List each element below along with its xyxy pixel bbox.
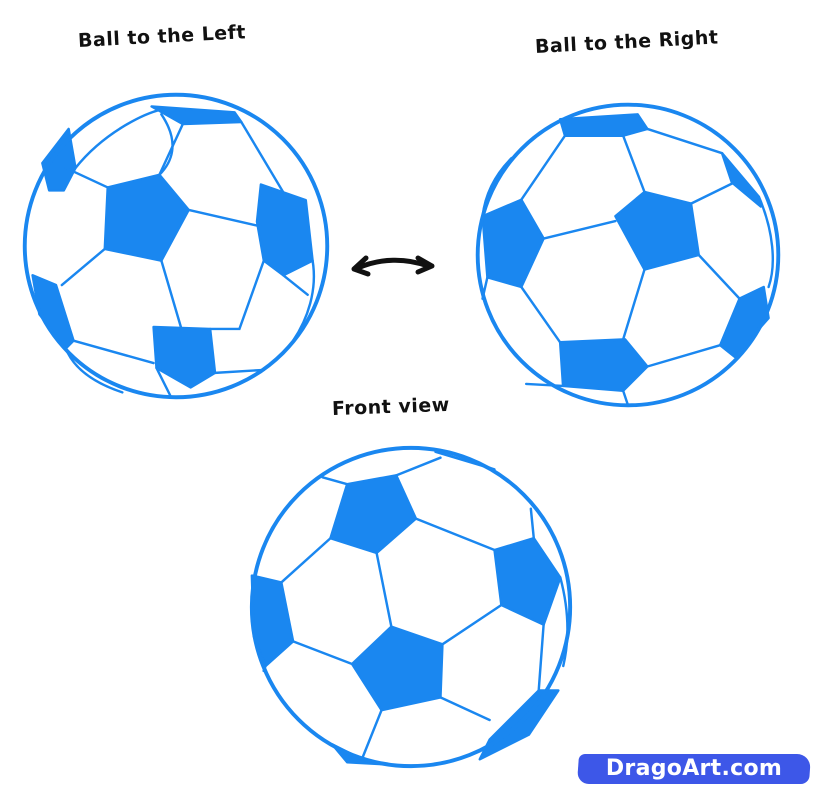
label-ball-right: Ball to the Right <box>534 26 719 58</box>
dragoart-watermark[interactable]: DragoArt.com <box>576 752 812 788</box>
label-front-view: Front view <box>331 393 451 420</box>
label-ball-left: Ball to the Left <box>77 21 247 52</box>
soccer-ball-right-icon <box>475 102 781 408</box>
soccer-ball-left-icon <box>22 92 330 400</box>
watermark-text: DragoArt.com <box>605 756 783 781</box>
soccer-ball-front-icon <box>249 445 573 769</box>
double-arrow-icon <box>351 255 435 277</box>
